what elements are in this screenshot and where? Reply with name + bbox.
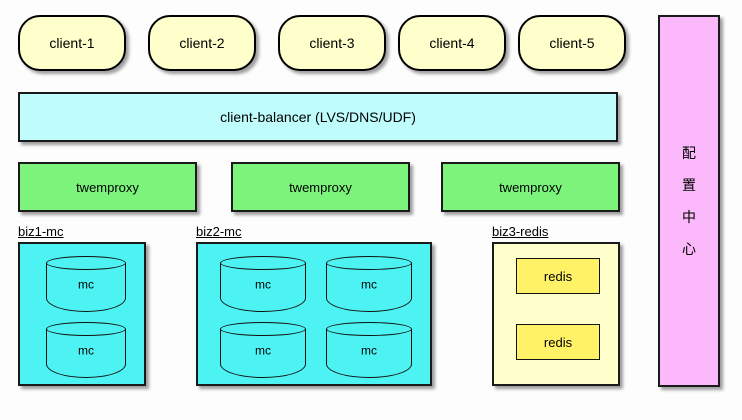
cylinder-top-ellipse: [326, 322, 412, 336]
mc-node-label: mc: [78, 343, 94, 358]
mc-cylinder-node[interactable]: mc: [46, 322, 126, 378]
biz-group-label-biz1: biz1-mc: [18, 224, 64, 239]
cylinder-body: [326, 263, 412, 312]
cylinder-top-ellipse: [46, 322, 126, 336]
twemproxy-node-1[interactable]: twemproxy: [18, 162, 197, 212]
cylinder-body: [326, 329, 412, 378]
config-center-panel[interactable]: 配 置 中 心: [658, 15, 720, 387]
mc-node-label: mc: [255, 343, 271, 358]
config-center-char-2: 置: [682, 177, 696, 193]
cylinder-body: [220, 263, 306, 312]
client-balancer-node[interactable]: client-balancer (LVS/DNS/UDF): [18, 92, 618, 142]
config-center-char-3: 中: [682, 209, 696, 225]
twemproxy-node-2[interactable]: twemproxy: [231, 162, 410, 212]
mc-node-label: mc: [255, 277, 271, 292]
client-node-4[interactable]: client-4: [398, 15, 506, 71]
biz-group-label-biz3: biz3-redis: [492, 224, 549, 239]
biz-group-label-biz2: biz2-mc: [196, 224, 242, 239]
redis-node[interactable]: redis: [516, 258, 600, 294]
client-node-label: client-4: [429, 35, 475, 51]
client-node-label: client-2: [179, 35, 225, 51]
client-node-label: client-3: [309, 35, 355, 51]
mc-cylinder-node[interactable]: mc: [220, 256, 306, 312]
biz-group-biz2-mc[interactable]: mc mc mc mc: [196, 242, 432, 386]
twemproxy-label: twemproxy: [76, 179, 139, 195]
client-node-5[interactable]: client-5: [518, 15, 626, 71]
client-node-2[interactable]: client-2: [148, 15, 256, 71]
mc-cylinder-node[interactable]: mc: [326, 322, 412, 378]
twemproxy-label: twemproxy: [289, 179, 352, 195]
redis-node-label: redis: [543, 334, 573, 350]
client-node-3[interactable]: client-3: [278, 15, 386, 71]
config-center-char-1: 配: [682, 145, 696, 161]
cylinder-top-ellipse: [220, 322, 306, 336]
cylinder-body: [220, 329, 306, 378]
mc-cylinder-node[interactable]: mc: [46, 256, 126, 312]
cylinder-top-ellipse: [326, 256, 412, 270]
twemproxy-node-3[interactable]: twemproxy: [441, 162, 620, 212]
mc-node-label: mc: [361, 343, 377, 358]
twemproxy-label: twemproxy: [499, 179, 562, 195]
redis-node-label: redis: [543, 268, 573, 284]
redis-node[interactable]: redis: [516, 324, 600, 360]
biz-group-biz1-mc[interactable]: mc mc: [18, 242, 146, 386]
mc-cylinder-node[interactable]: mc: [326, 256, 412, 312]
client-node-label: client-1: [49, 35, 95, 51]
cylinder-body: [46, 263, 126, 312]
config-center-char-4: 心: [682, 241, 696, 257]
biz-group-biz3-redis[interactable]: redis redis: [492, 242, 620, 386]
cylinder-top-ellipse: [220, 256, 306, 270]
client-node-label: client-5: [549, 35, 595, 51]
mc-node-label: mc: [78, 277, 94, 292]
cylinder-top-ellipse: [46, 256, 126, 270]
client-balancer-label: client-balancer (LVS/DNS/UDF): [220, 109, 416, 125]
cylinder-body: [46, 329, 126, 378]
client-node-1[interactable]: client-1: [18, 15, 126, 71]
mc-cylinder-node[interactable]: mc: [220, 322, 306, 378]
mc-node-label: mc: [361, 277, 377, 292]
